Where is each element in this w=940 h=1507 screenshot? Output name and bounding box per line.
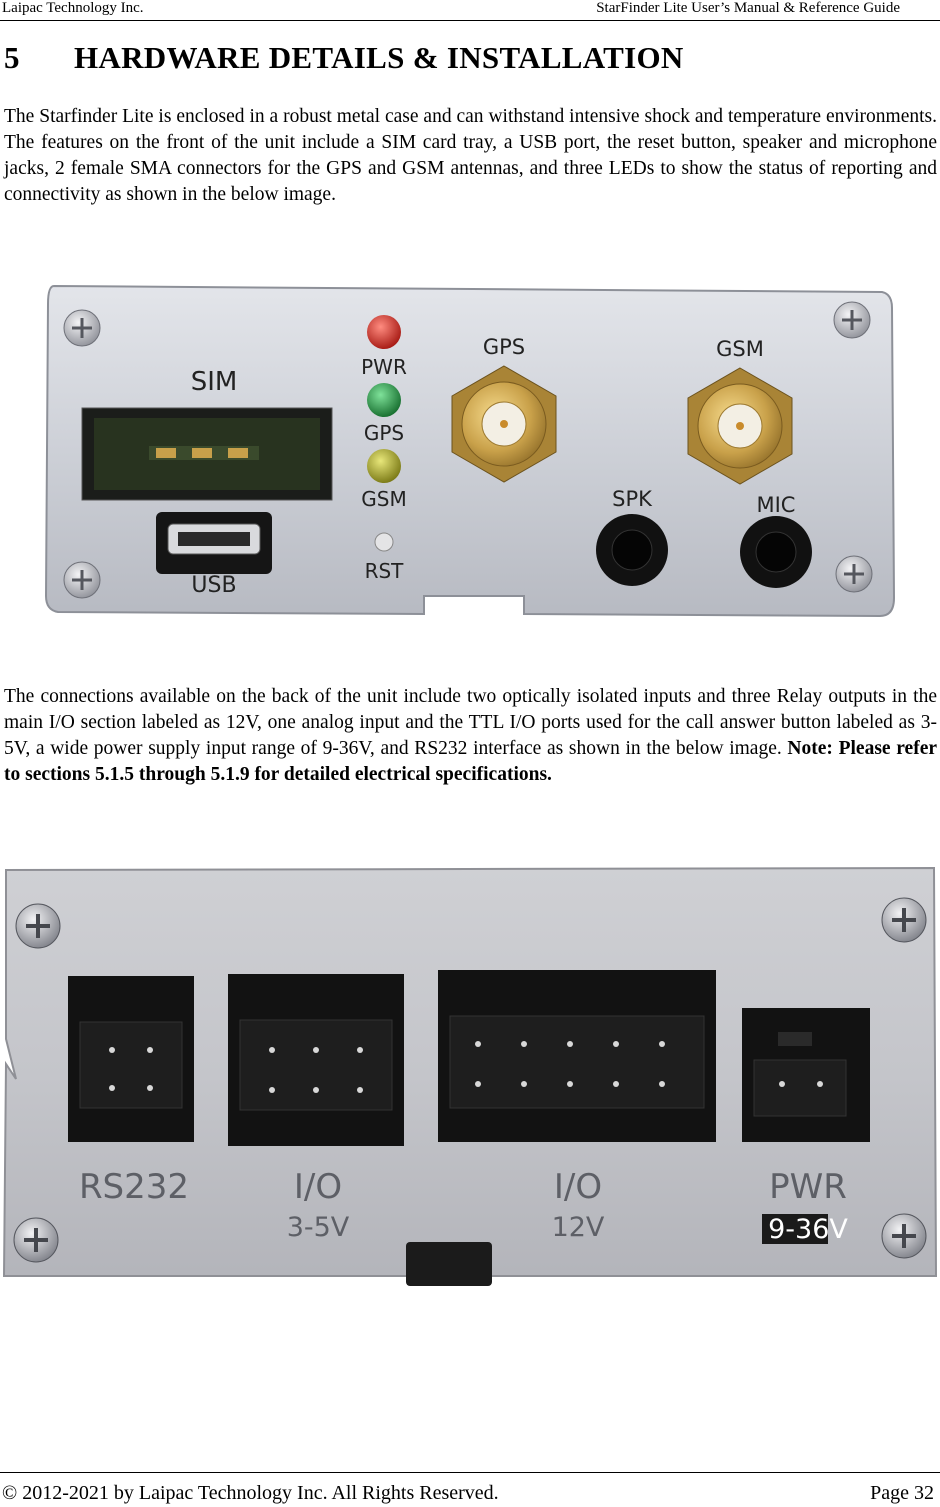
- page-number: Page 32: [870, 1482, 934, 1504]
- page-footer: © 2012-2021 by Laipac Technology Inc. Al…: [0, 1472, 940, 1507]
- back-panel-description: The connections available on the back of…: [4, 686, 937, 759]
- screw-icon: [881, 897, 927, 943]
- intro-paragraph: The Starfinder Lite is enclosed in a rob…: [4, 106, 937, 205]
- screw-icon: [15, 903, 61, 949]
- microphone-jack: [740, 516, 812, 588]
- screw-icon: [13, 1217, 59, 1263]
- gsm-led: [367, 449, 401, 483]
- back-panel-paragraph: The connections available on the back of…: [4, 684, 937, 788]
- header-company: Laipac Technology Inc.: [2, 0, 144, 16]
- screw-icon: [881, 1213, 927, 1259]
- io-3-5v-sublabel: 3-5V: [287, 1212, 350, 1243]
- rs232-label: RS232: [79, 1167, 189, 1207]
- io-3-5v-connector: [228, 974, 404, 1146]
- header-doc-title: StarFinder Lite User’s Manual & Referenc…: [596, 0, 900, 16]
- back-panel-image: RS232 I/O 3-5V I/O 12V PWR 9-36V: [2, 864, 938, 1288]
- pwr-sublabel: 9-36V: [768, 1214, 848, 1245]
- sim-tray: [81, 407, 333, 501]
- screw-icon: [63, 309, 101, 347]
- page-header: Laipac Technology Inc. StarFinder Lite U…: [0, 0, 940, 21]
- screw-icon: [63, 561, 101, 599]
- sim-label: SIM: [191, 367, 238, 397]
- power-connector: [742, 1008, 870, 1142]
- mic-label: MIC: [757, 493, 796, 517]
- section-heading: 5 HARDWARE DETAILS & INSTALLATION: [4, 40, 684, 76]
- gsm-sma-connector: [687, 367, 793, 485]
- front-panel-image: SIM USB PWR GPS GSM RST GPS GSM SPK MIC: [44, 278, 900, 623]
- io-3-5v-label: I/O: [294, 1167, 342, 1207]
- screw-icon: [835, 555, 873, 593]
- pwr-led: [367, 315, 401, 349]
- gps-antenna-label: GPS: [483, 335, 525, 359]
- screw-icon: [833, 301, 871, 339]
- usb-label: USB: [191, 573, 236, 598]
- usb-port: [156, 512, 272, 574]
- gsm-antenna-label: GSM: [716, 337, 764, 361]
- rs232-connector: [68, 976, 194, 1142]
- spk-label: SPK: [612, 487, 653, 511]
- reset-button: [374, 532, 394, 552]
- io-12v-label: I/O: [554, 1167, 602, 1207]
- gsm-led-label: GSM: [361, 487, 406, 511]
- gps-led-label: GPS: [364, 421, 404, 445]
- io-12v-connector: [438, 970, 716, 1142]
- section-title: HARDWARE DETAILS & INSTALLATION: [74, 40, 684, 75]
- copyright-notice: © 2012-2021 by Laipac Technology Inc. Al…: [2, 1482, 499, 1504]
- gps-led: [367, 383, 401, 417]
- gps-sma-connector: [451, 365, 557, 483]
- speaker-jack: [596, 514, 668, 586]
- pwr-led-label: PWR: [361, 355, 407, 379]
- spec-note: Note: Please refer to sections 5.1.5 thr…: [4, 738, 938, 785]
- section-number: 5: [4, 40, 20, 75]
- rst-label: RST: [365, 559, 405, 583]
- mounting-tab: [406, 1242, 492, 1286]
- io-12v-sublabel: 12V: [552, 1212, 605, 1243]
- voltage-label-background: [762, 1214, 828, 1244]
- pwr-label: PWR: [769, 1167, 847, 1207]
